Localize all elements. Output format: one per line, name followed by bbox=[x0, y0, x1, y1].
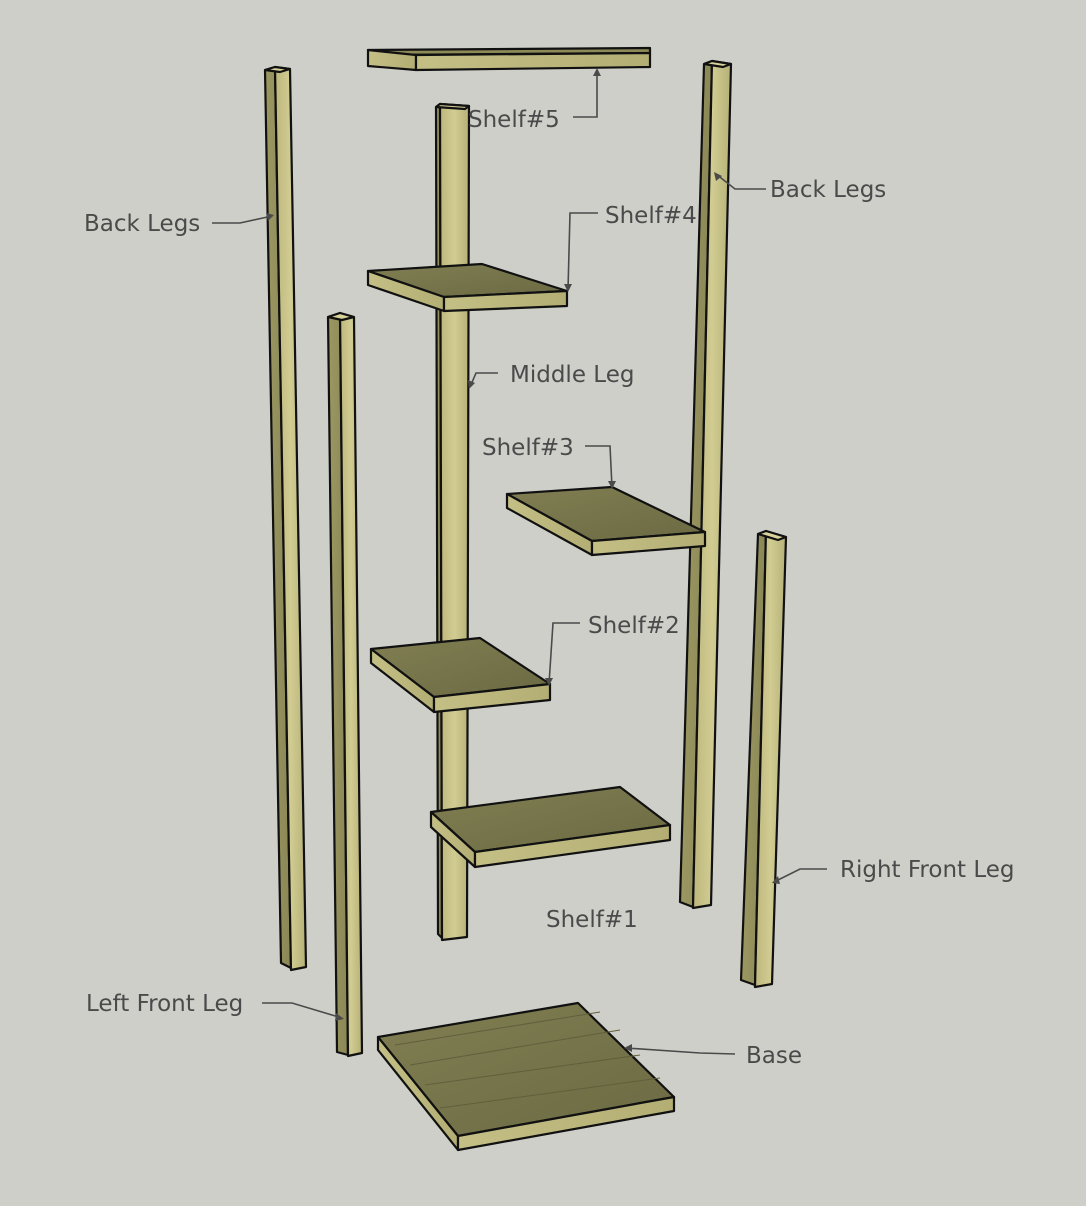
leader-shelf4 bbox=[567, 212, 598, 291]
label-base: Base bbox=[746, 1043, 802, 1069]
labels: Shelf#5 Back Legs Back Legs Shelf#4 Midd… bbox=[84, 107, 1015, 1069]
shelf-5 bbox=[366, 46, 652, 72]
leader-left-front-leg bbox=[262, 1002, 343, 1019]
leader-shelf2 bbox=[548, 622, 580, 685]
label-middle-leg: Middle Leg bbox=[510, 362, 634, 388]
back-leg-right bbox=[678, 59, 733, 910]
shelf-3 bbox=[505, 485, 707, 557]
leader-middle-leg bbox=[469, 372, 498, 388]
shelf-4 bbox=[366, 262, 569, 313]
label-left-front-leg: Left Front Leg bbox=[86, 991, 243, 1017]
back-leg-left bbox=[263, 65, 308, 972]
leader-lines bbox=[212, 68, 827, 1055]
leader-shelf5 bbox=[573, 70, 598, 118]
leader-back-legs-left bbox=[212, 215, 273, 224]
left-front-leg bbox=[326, 311, 364, 1058]
label-shelf5: Shelf#5 bbox=[468, 107, 560, 133]
label-shelf4: Shelf#4 bbox=[605, 203, 697, 229]
leader-right-front-leg bbox=[773, 868, 827, 883]
label-shelf2: Shelf#2 bbox=[588, 613, 680, 639]
label-right-front-leg: Right Front Leg bbox=[840, 857, 1015, 883]
base bbox=[376, 1001, 676, 1152]
right-front-leg bbox=[739, 529, 788, 989]
leader-back-legs-right bbox=[715, 173, 766, 190]
leader-base bbox=[625, 1047, 736, 1055]
label-shelf1: Shelf#1 bbox=[546, 907, 638, 933]
shelf-2 bbox=[369, 636, 552, 714]
leader-shelf3 bbox=[585, 445, 613, 488]
shelf-1 bbox=[429, 785, 672, 869]
label-shelf3: Shelf#3 bbox=[482, 435, 574, 461]
label-back-legs-left: Back Legs bbox=[84, 211, 200, 237]
label-back-legs-right: Back Legs bbox=[770, 177, 886, 203]
